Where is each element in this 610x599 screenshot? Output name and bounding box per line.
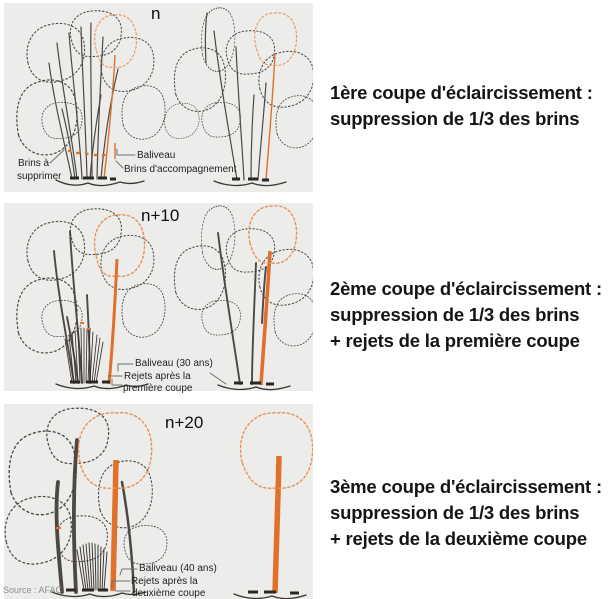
- panel-year-n: n Brins à supprimer Baliveau Brins d'acc…: [4, 3, 313, 192]
- baliveau-crown: [77, 412, 313, 489]
- caption1-line1: 1ère coupe d'éclaircissement :: [330, 82, 593, 103]
- panel2-figure: [16, 205, 313, 391]
- panel1-title: n: [151, 4, 161, 23]
- label-brins-a-supprimer-line1: Brins à: [18, 158, 50, 169]
- label-rejets-line1: Rejets après la: [131, 576, 198, 587]
- baliveau-stem: [56, 455, 282, 594]
- panel-year-n10: n+10 Baliveau (30 ans) Rejets après la p…: [4, 203, 313, 394]
- ground-line: [55, 176, 287, 187]
- shoot-stems: [54, 438, 136, 594]
- source-credit: Source : AFAC: [3, 585, 63, 595]
- panel3-title: n+20: [165, 413, 204, 432]
- label-brins-a-supprimer-line2: supprimer: [17, 171, 62, 182]
- panel3-figure: [4, 407, 313, 599]
- pointer-lines: [107, 363, 227, 386]
- caption3-line3: + rejets de la deuxième coupe: [330, 528, 587, 549]
- panel1-figure: [16, 7, 313, 187]
- panel-year-n20: n+20 Baliveau (40 ans) Rejets après la d…: [4, 404, 313, 599]
- label-rejets-line1: Rejets après la: [124, 371, 191, 382]
- shoot-stems: [53, 230, 267, 385]
- baliveau-crown: [93, 205, 298, 278]
- caption2-line3: + rejets de la première coupe: [330, 330, 580, 351]
- baliveau-stem: [80, 250, 272, 386]
- caption-block-3: 3ème coupe d'éclaircissement : suppressi…: [330, 474, 602, 552]
- caption2-line1: 2ème coupe d'éclaircissement :: [330, 278, 602, 299]
- pointer-lines: [111, 568, 138, 592]
- baliveau-crown: [94, 12, 298, 68]
- label-rejets-line2: deuxième coupe: [132, 588, 206, 599]
- sprout-stems: [76, 542, 108, 591]
- ground-line: [55, 380, 291, 391]
- label-rejets-line2: première coupe: [123, 383, 193, 394]
- baliveau-stem: [103, 52, 276, 181]
- label-brins-accompagnement: Brins d'accompagnement: [124, 164, 237, 175]
- foliage-outlines: [4, 407, 168, 565]
- foliage-outlines: [16, 7, 313, 156]
- cut-marks: [68, 149, 106, 157]
- caption-block-2: 2ème coupe d'éclaircissement : suppressi…: [330, 276, 602, 354]
- panel2-title: n+10: [141, 206, 180, 225]
- label-baliveau: Baliveau: [137, 150, 176, 161]
- ground-line: [51, 588, 307, 599]
- sprout-stems: [64, 327, 104, 384]
- caption1-line2: suppression de 1/3 des brins: [330, 108, 580, 129]
- caption-block-1: 1ère coupe d'éclaircissement : suppressi…: [330, 80, 593, 132]
- caption2-line2: suppression de 1/3 des brins: [330, 304, 580, 325]
- pointer-lines: [49, 148, 136, 169]
- label-baliveau-30ans: Baliveau (30 ans): [135, 358, 213, 369]
- caption3-line2: suppression de 1/3 des brins: [330, 502, 580, 523]
- shoot-stems: [48, 12, 267, 181]
- caption3-line1: 3ème coupe d'éclaircissement :: [330, 476, 602, 497]
- label-baliveau-40ans: Baliveau (40 ans): [139, 563, 217, 574]
